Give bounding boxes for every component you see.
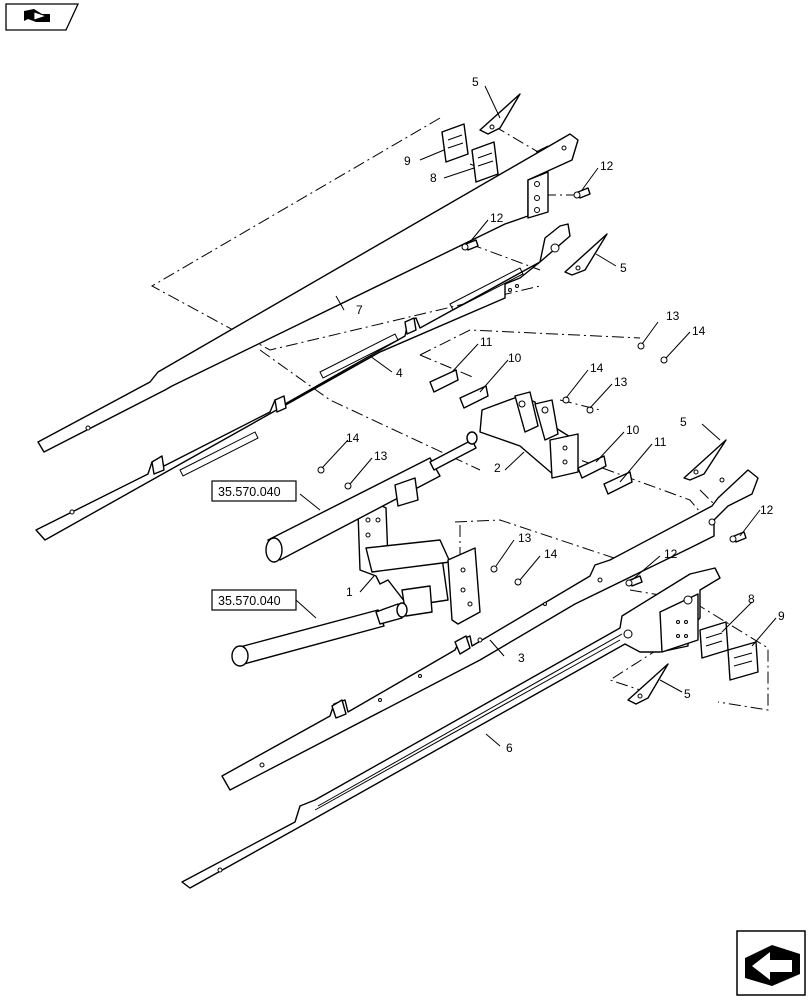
- callout-13[interactable]: 13: [374, 449, 388, 463]
- callout-10[interactable]: 10: [508, 351, 522, 365]
- leader-lines: [295, 85, 777, 747]
- callout-4[interactable]: 4: [396, 366, 403, 380]
- rail-part-6: [181, 567, 721, 889]
- callout-12[interactable]: 12: [760, 503, 774, 517]
- return-arrow-icon[interactable]: [5, 3, 80, 31]
- plate-part-8-a: [471, 141, 499, 183]
- clip-part-11-b: [603, 471, 633, 495]
- clip-part-10-a: [459, 385, 489, 409]
- callout-9[interactable]: 9: [778, 609, 785, 623]
- callout-12[interactable]: 12: [664, 547, 678, 561]
- callout-3[interactable]: 3: [518, 651, 525, 665]
- rail-part-3: [221, 469, 759, 791]
- callout-2[interactable]: 2: [494, 461, 501, 475]
- callout-11[interactable]: 11: [480, 335, 493, 349]
- svg-text:35.570.040: 35.570.040: [218, 594, 281, 608]
- navigate-arrow-icon[interactable]: [736, 930, 806, 996]
- hydraulic-cylinder-upper: [265, 431, 478, 563]
- callout-9[interactable]: 9: [404, 154, 411, 168]
- bolt-part-12-a: [573, 187, 591, 199]
- bolt-part-12-b: [461, 239, 479, 251]
- callout-12[interactable]: 12: [490, 211, 504, 225]
- callout-13[interactable]: 13: [666, 309, 680, 323]
- rail-part-4: [35, 223, 571, 541]
- callout-1[interactable]: 1: [346, 585, 353, 599]
- wedge-part-5-c: [683, 439, 727, 481]
- callout-labels: 5 9 8 12 12 5 7 4 11 10 13 14 14 13 14 1…: [346, 75, 785, 755]
- bolt-part-12-d: [625, 575, 643, 587]
- reference-link-lower[interactable]: 35.570.040: [211, 589, 297, 611]
- callout-7[interactable]: 7: [356, 303, 363, 317]
- reference-link-upper[interactable]: 35.570.040: [211, 480, 297, 502]
- callout-14[interactable]: 14: [544, 547, 558, 561]
- clip-part-10-b: [577, 455, 607, 479]
- wedge-part-5-d: [627, 663, 669, 705]
- bolt-part-12-c: [729, 531, 747, 543]
- callout-8[interactable]: 8: [748, 592, 755, 606]
- callout-13[interactable]: 13: [518, 531, 532, 545]
- wedge-part-5-a: [479, 93, 521, 135]
- callout-5[interactable]: 5: [620, 261, 627, 275]
- callout-13[interactable]: 13: [614, 375, 628, 389]
- callout-6[interactable]: 6: [506, 741, 513, 755]
- callout-11[interactable]: 11: [654, 435, 667, 449]
- plate-part-9-b: [727, 641, 759, 681]
- washers-and-nuts: [317, 342, 668, 586]
- hydraulic-cylinder-lower: [231, 602, 408, 667]
- callout-14[interactable]: 14: [590, 361, 604, 375]
- callout-8[interactable]: 8: [430, 171, 437, 185]
- svg-text:35.570.040: 35.570.040: [218, 485, 281, 499]
- plate-part-9-a: [441, 123, 469, 163]
- callout-10[interactable]: 10: [626, 423, 640, 437]
- callout-12[interactable]: 12: [600, 159, 614, 173]
- rail-part-7: [37, 133, 579, 453]
- callout-5[interactable]: 5: [684, 687, 691, 701]
- clip-part-11-a: [429, 369, 459, 393]
- callout-5[interactable]: 5: [680, 415, 687, 429]
- bracket-part-2: [479, 391, 579, 479]
- callout-14[interactable]: 14: [346, 431, 360, 445]
- plate-part-8-b: [699, 621, 729, 659]
- frame-part-1: [357, 503, 481, 625]
- callout-14[interactable]: 14: [692, 324, 706, 338]
- wedge-part-5-b: [564, 233, 608, 276]
- callout-5[interactable]: 5: [472, 75, 479, 89]
